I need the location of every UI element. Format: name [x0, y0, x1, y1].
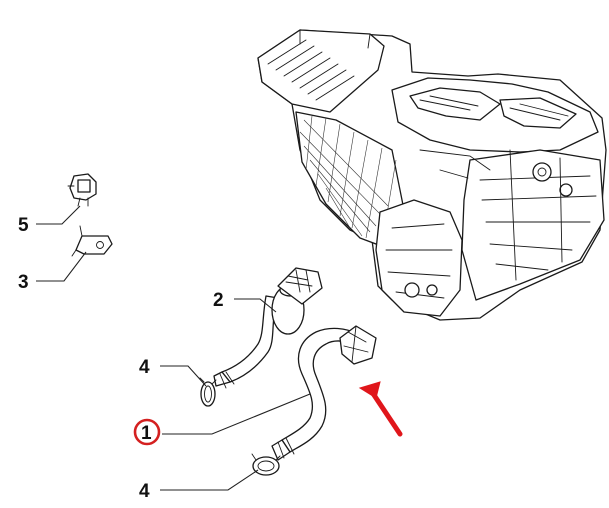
callout-2: 2: [213, 290, 224, 311]
part-4-clamp-upper: [199, 377, 217, 407]
leader-1: [162, 393, 311, 435]
leader-5: [36, 205, 81, 225]
part-2-hose: [213, 267, 323, 389]
part-4-clamp-lower: [251, 453, 281, 476]
part-1-hose: [271, 325, 377, 461]
callout-4-lower: 4: [139, 481, 150, 502]
leader-4-lower: [160, 469, 259, 491]
callout-1: 1: [141, 423, 152, 444]
part-5-clip: [67, 173, 97, 207]
red-direction-arrow-icon: [358, 381, 403, 437]
leader-4-upper: [160, 365, 207, 387]
highlight-ring-callout-1: [133, 418, 161, 446]
callout-5: 5: [18, 215, 29, 236]
part-3-bracket: [71, 225, 113, 257]
filter-mesh: [299, 115, 397, 245]
leader-3: [36, 251, 87, 282]
callout-3: 3: [18, 272, 29, 293]
heater-unit-assembly: [257, 29, 607, 321]
callout-4-upper: 4: [139, 357, 150, 378]
leader-lines: [36, 205, 311, 491]
leader-2: [234, 298, 277, 313]
